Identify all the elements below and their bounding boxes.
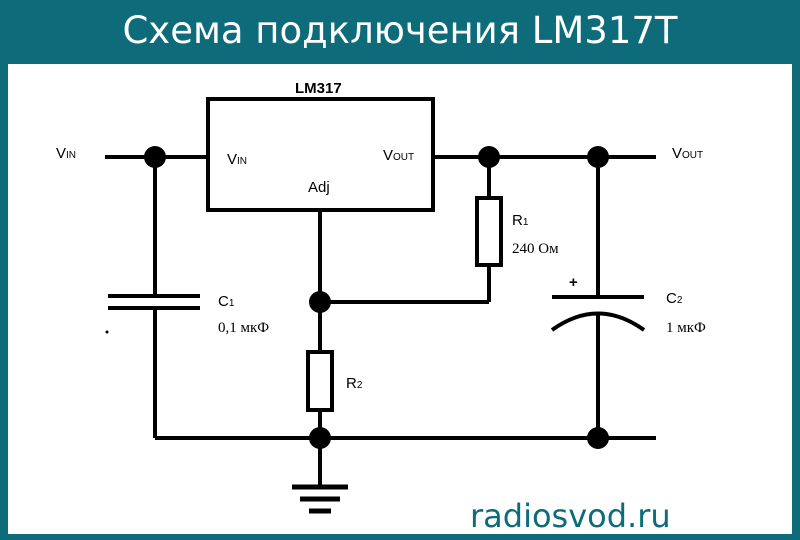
ic-name-label: LM317 [295,80,342,97]
r1-ref-label: R1 [512,212,529,229]
site-watermark: radiosvod.ru [470,497,671,535]
resistor-r2 [306,350,334,412]
c2-value-label: 1 мкФ [666,320,706,336]
capacitor-c2-plate-curved [550,311,646,332]
terminal-vout-label: VOUT [672,145,703,162]
r2-ref-label: R2 [346,375,363,392]
c1-ref-label: C1 [218,293,235,310]
terminal-vin-label: VIN [56,145,76,162]
schematic-canvas: LM317 VIN VOUT Adj VIN VOUT R1 240 Ом R2… [8,64,792,534]
circuit-schematic: LM317 VIN VOUT Adj VIN VOUT R1 240 Ом R2… [56,80,706,514]
junction-vout [478,146,500,168]
resistor-r1 [475,196,503,267]
junction-c2-ground [587,427,609,449]
r1-value-label: 240 Ом [512,241,559,257]
c2-ref-label: C2 [666,290,683,307]
ic-pin-vout-label: VOUT [383,147,414,164]
page-title: Схема подключения LM317T [122,9,678,52]
ic-body [206,97,435,212]
junction-c2-top [587,146,609,168]
header-bar: Схема подключения LM317T [0,0,800,64]
junction-vin [144,146,166,168]
stray-dot [105,330,109,334]
c1-value-label: 0,1 мкФ [218,320,269,336]
junction-ground [309,427,331,449]
junction-adj [309,291,331,313]
ic-pin-adj-label: Adj [308,179,330,196]
c2-polarity-label: + [569,274,578,291]
ic-pin-vin-label: VIN [227,151,247,168]
